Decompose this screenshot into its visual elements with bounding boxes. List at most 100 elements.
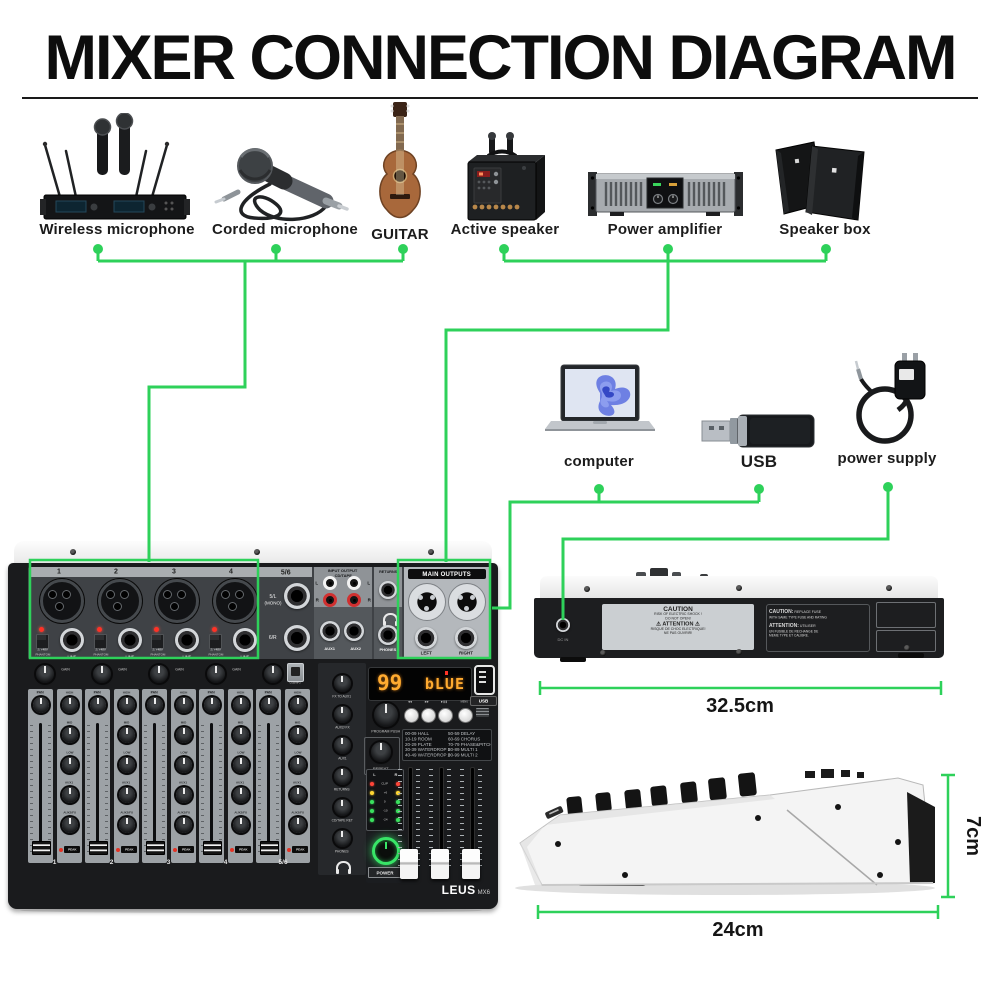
rca-white	[347, 576, 361, 590]
transport-label-2: ▶❚❚	[432, 699, 456, 705]
mic-group-drop-line	[147, 261, 247, 562]
rear-label-box	[876, 630, 936, 652]
low-knob	[118, 757, 135, 773]
pan-knob	[32, 697, 49, 713]
meter-led-l	[370, 818, 374, 822]
aux1-knob	[61, 787, 78, 803]
mixer-rear-panel: DC IN CAUTION RISK OF ELECTRIC SHOCK ! D…	[524, 564, 948, 668]
fader-scale-ticks	[276, 725, 279, 853]
knob-label-AUX2/FX: AUX2/FX	[285, 810, 310, 816]
fuse-attention: ATTENTION:	[769, 623, 799, 629]
pan-label: PAN	[199, 689, 224, 696]
meter-row-label-text: CLIP	[381, 782, 389, 786]
knob-label-HIGH: HIGH	[171, 690, 196, 696]
strip-number-text: 3	[167, 857, 171, 866]
peak-label-text: PEAK	[181, 848, 191, 851]
transport-label-2-text: ▶❚❚	[440, 700, 448, 704]
mic-group-line	[96, 249, 405, 263]
page-title: MIXER CONNECTION DIAGRAM	[44, 23, 958, 93]
main-fader-1	[398, 765, 420, 881]
knob-label-AUX2/FX-text: AUX2/FX	[291, 811, 304, 815]
caution-line4: NE PAS OUVRIR!	[663, 631, 693, 636]
high-knob	[175, 697, 192, 713]
knob-label-LOW: LOW	[171, 750, 196, 756]
phantom-label2-text: PHANTOM	[35, 653, 51, 657]
guitar-image	[379, 102, 421, 219]
pan-label-text: PAN	[93, 690, 102, 695]
rca-r-label-text: R	[315, 597, 319, 603]
knob-label-MID-text: MID	[66, 721, 73, 725]
label-computer: computer	[564, 453, 634, 470]
aux2/fx-knob	[289, 817, 306, 833]
master-knob-label-5: PHONES	[314, 848, 370, 854]
aux2-jack	[344, 621, 364, 641]
line-label-text: LINE	[240, 653, 249, 659]
usb-image	[701, 414, 815, 448]
usb-port-icon	[474, 665, 495, 695]
fx-row: 30-39 WATERDROP 1	[405, 747, 451, 753]
rca-l-label-text: L	[315, 580, 319, 586]
master-knob-label-1-text: AUX2/ FX	[334, 725, 350, 729]
mixer-shadow	[20, 908, 482, 913]
jack-6R	[284, 625, 310, 651]
aux1-label: AUX1	[314, 645, 346, 652]
phantom-led	[96, 627, 102, 632]
label-power-supply: power supply	[837, 450, 937, 467]
transport-button-2	[437, 708, 453, 723]
high-knob	[289, 697, 306, 713]
knob-label-AUX2/FX: AUX2/FX	[57, 810, 82, 816]
warning-triangle-icon: ⚠	[656, 620, 663, 627]
model-name: MX6	[477, 890, 490, 896]
label-power-amplifier: Power amplifier	[607, 221, 723, 238]
jack-5L-mono	[284, 583, 310, 609]
strip-number-text: 1	[53, 857, 57, 866]
main-outputs-header: MAIN OUTPUTS	[422, 570, 472, 578]
knob-label-HIGH: HIGH	[228, 690, 253, 696]
usb-mp3-button	[287, 663, 304, 682]
usb-mp3-label: USB/MP3	[279, 680, 311, 686]
mid-knob	[232, 727, 249, 743]
corded-microphone-image	[214, 148, 349, 222]
strip-number: 4	[199, 857, 253, 866]
peak-label-text: PEAK	[238, 848, 248, 851]
knob-label-MID-text: MID	[123, 721, 130, 725]
line-label: LINE	[115, 653, 145, 659]
rca-l-label: L	[311, 579, 323, 587]
aux2-label-text: AUX2	[350, 646, 362, 651]
rca-r-label: R	[363, 596, 375, 604]
master-knob-label-3: RETURNS	[314, 786, 370, 792]
meter-left-label-text: L	[372, 771, 376, 777]
knob-label-LOW-text: LOW	[123, 751, 130, 755]
jack-6R-label: 6/R	[269, 634, 277, 640]
rear-width-label: 32.5cm	[706, 695, 774, 717]
fx-row: 20-29 PLATE	[405, 741, 432, 747]
side-height-label: 7cm	[962, 816, 984, 856]
speaker-group-line	[502, 249, 828, 263]
meter-led-l	[370, 809, 374, 813]
main-fader-cap	[431, 849, 449, 879]
phantom-label2: PHANTOM	[84, 652, 118, 658]
phantom-label-text: ⚠ +48V	[95, 647, 106, 651]
power-supply-image	[854, 353, 926, 444]
aux-send-section: AUX1 AUX2	[314, 607, 372, 659]
phones-label: PHONES	[379, 647, 397, 652]
knob-label-AUX1-text: AUX1	[236, 781, 245, 785]
warning-triangle-icon: ⚠	[693, 620, 700, 627]
rca-red	[347, 593, 361, 607]
pan-label-text: PAN	[207, 690, 216, 695]
knob-label-HIGH-text: HIGH	[65, 691, 74, 695]
brand-name: LEUS	[441, 883, 476, 897]
label-usb: USB	[740, 452, 778, 471]
returns-label: RETURNS	[378, 569, 398, 574]
phantom-label2-text: PHANTOM	[93, 653, 108, 657]
